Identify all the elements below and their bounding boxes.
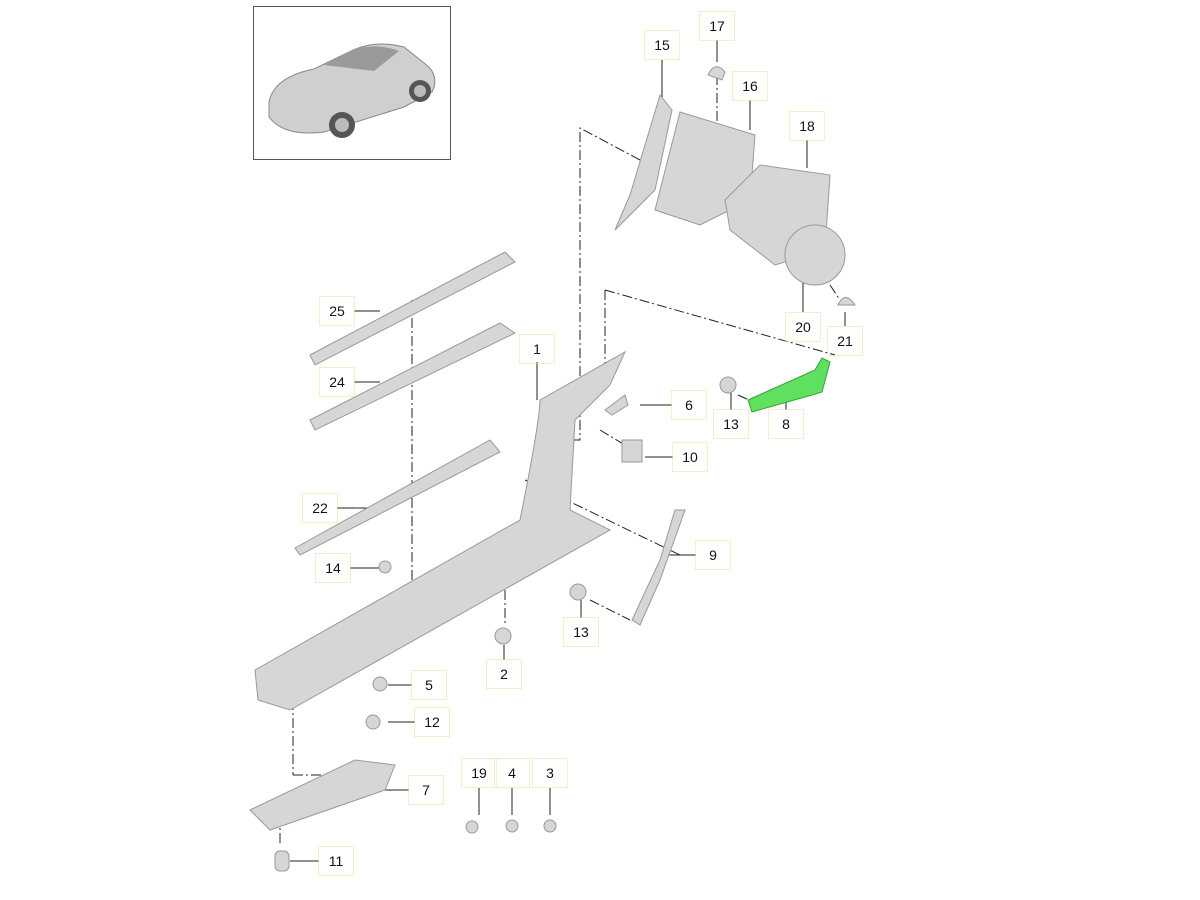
part-17-grommet — [707, 66, 726, 81]
part-19-screw — [465, 820, 479, 834]
label-20[interactable]: 20 — [785, 312, 821, 342]
part-10-pad — [621, 439, 643, 463]
label-10[interactable]: 10 — [672, 442, 708, 472]
part-15-trim — [614, 93, 673, 231]
part-13-clip-a — [719, 376, 737, 394]
part-5-clip — [372, 676, 388, 692]
label-15[interactable]: 15 — [644, 30, 680, 60]
label-11[interactable]: 11 — [318, 846, 354, 876]
label-5[interactable]: 5 — [411, 670, 447, 700]
part-24-sill-trim — [309, 322, 517, 431]
part-9-seal — [631, 509, 686, 626]
part-12-clip — [365, 714, 381, 730]
label-12[interactable]: 12 — [414, 707, 450, 737]
part-4-nut — [505, 819, 519, 833]
label-4[interactable]: 4 — [494, 758, 530, 788]
part-22-sill-trim — [294, 439, 501, 556]
part-2-nut — [494, 627, 512, 645]
label-22[interactable]: 22 — [302, 493, 338, 523]
label-14[interactable]: 14 — [315, 553, 351, 583]
label-18[interactable]: 18 — [789, 111, 825, 141]
label-8[interactable]: 8 — [768, 409, 804, 439]
label-17[interactable]: 17 — [699, 11, 735, 41]
label-2[interactable]: 2 — [486, 659, 522, 689]
label-1[interactable]: 1 — [519, 334, 555, 364]
label-16[interactable]: 16 — [732, 71, 768, 101]
label-25[interactable]: 25 — [319, 296, 355, 326]
part-25-sill-trim — [309, 251, 516, 366]
vehicle-thumbnail — [253, 6, 451, 160]
car-illustration — [268, 43, 436, 138]
label-6[interactable]: 6 — [671, 390, 707, 420]
label-7[interactable]: 7 — [408, 775, 444, 805]
part-11-clip — [274, 850, 290, 872]
part-13-clip-b — [569, 583, 587, 601]
label-21[interactable]: 21 — [827, 326, 863, 356]
label-13-lower[interactable]: 13 — [563, 617, 599, 647]
part-20-fan — [784, 224, 846, 286]
part-3-nut — [543, 819, 557, 833]
label-9[interactable]: 9 — [695, 540, 731, 570]
label-19[interactable]: 19 — [461, 758, 497, 788]
part-21-cap — [837, 297, 856, 306]
label-13[interactable]: 13 — [713, 409, 749, 439]
part-8-highlighted-bracket — [747, 357, 831, 413]
part-7-bracket — [249, 759, 396, 831]
label-24[interactable]: 24 — [319, 367, 355, 397]
label-3[interactable]: 3 — [532, 758, 568, 788]
part-1-side-panel — [254, 350, 627, 711]
part-14-clip — [378, 560, 392, 574]
part-6-clip — [604, 394, 629, 416]
